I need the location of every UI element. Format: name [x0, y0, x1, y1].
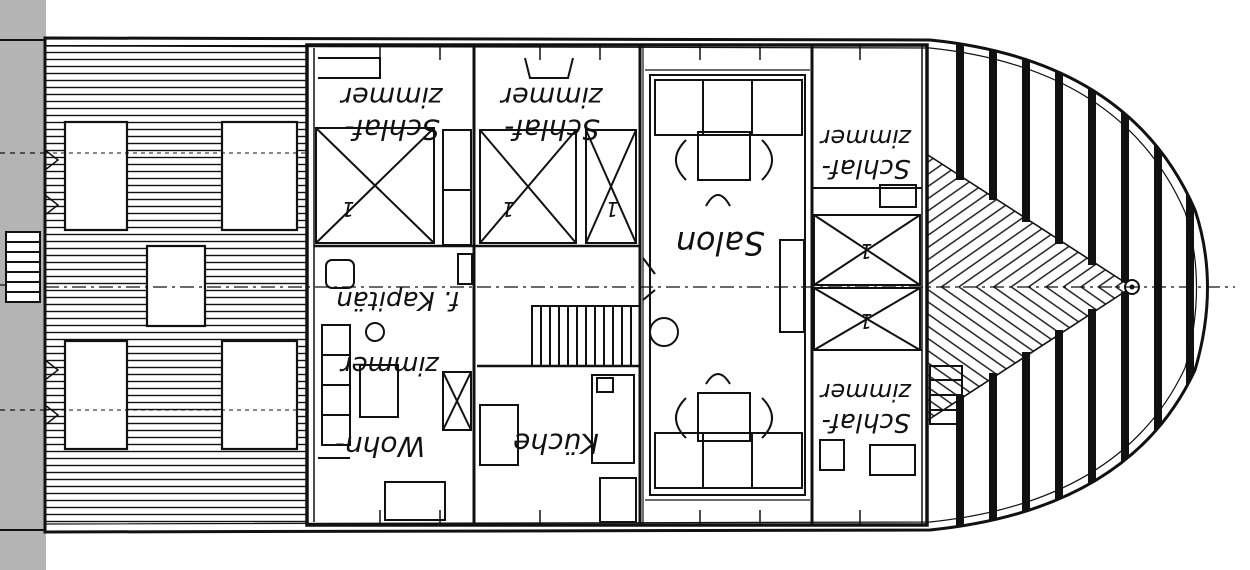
label-schlaf-4-line1: Schlaf-: [822, 407, 911, 437]
hatch-cover-2: [220, 120, 299, 232]
label-schlaf-3-line1: Schlaf-: [822, 153, 911, 183]
hatch-cover-1: [63, 120, 129, 232]
label-schlaf-1-line1: Schlaf-: [344, 113, 439, 146]
bed-mark-schlaf-4: 1: [860, 309, 873, 333]
hatch-cover-5: [220, 339, 299, 451]
bedroom-2-furniture: [479, 57, 637, 244]
kitchen-furniture: [479, 305, 641, 523]
hatch-cover-3: [145, 244, 207, 328]
label-wohn-line2: zimmer: [339, 350, 441, 380]
aft-deck: [44, 45, 307, 525]
room-label-salon: Salon: [676, 224, 765, 262]
bed-mark-schlaf-3: 1: [860, 239, 873, 263]
bed-mark-schlaf-2: 1: [502, 197, 515, 221]
hatch-cover-4: [63, 339, 129, 451]
label-schlaf-2-line1: Schlaf-: [504, 113, 599, 146]
wohnzimmer-furniture: [318, 253, 473, 521]
label-wohn-line3: f. Kapitän: [336, 285, 460, 315]
bed-mark-schlaf-2b: 1: [606, 197, 619, 221]
room-label-schlafzimmer-2: Schlaf- zimmer: [499, 81, 604, 146]
bed-mark-schlaf-1: 1: [342, 197, 355, 221]
bedroom-3-4-furniture: [813, 184, 963, 476]
label-schlaf-2-line2: zimmer: [499, 81, 604, 112]
label-schlaf-3-line2: zimmer: [819, 124, 913, 152]
room-label-wohnzimmer: Wohn- zimmer f. Kapitän: [335, 285, 460, 463]
bedroom-1-furniture: [315, 57, 472, 246]
label-wohn-line1: Wohn-: [335, 430, 425, 463]
deckhouse-bulwark-ticks: [379, 45, 861, 525]
hull-outline: [43, 36, 1209, 534]
bow-section: [927, 40, 1194, 532]
room-label-schlafzimmer-1: Schlaf- zimmer: [339, 81, 444, 146]
room-label-kueche: Küche: [513, 427, 599, 460]
edge-fragments: [0, 39, 46, 531]
room-label-schlafzimmer-3: Schlaf- zimmer: [819, 124, 913, 183]
label-schlaf-4-line2: zimmer: [819, 378, 913, 406]
room-label-schlafzimmer-4: Schlaf- zimmer: [819, 378, 913, 437]
salon-furniture: [642, 79, 805, 489]
label-schlaf-1-line2: zimmer: [339, 81, 444, 112]
